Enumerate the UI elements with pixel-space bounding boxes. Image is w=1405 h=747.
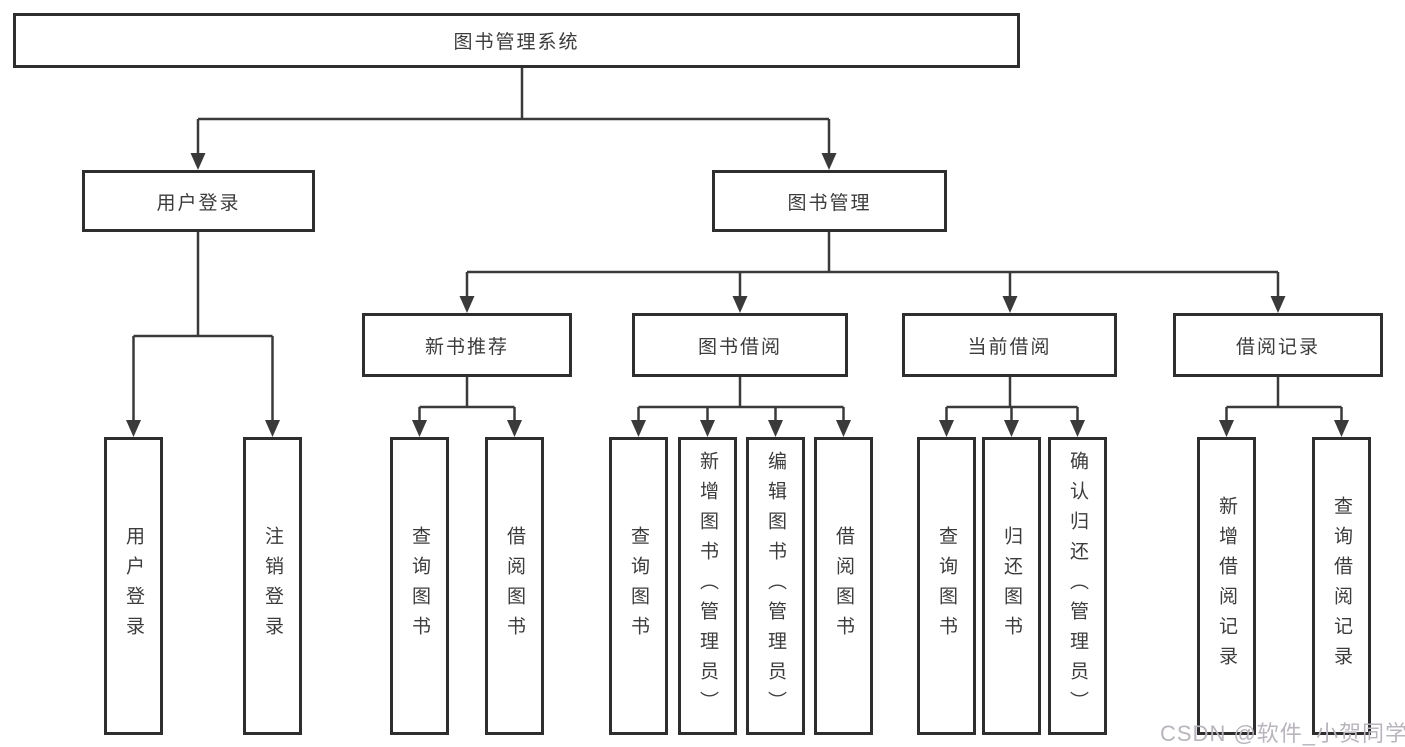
leaf-query-books-current: 查询图书	[917, 437, 976, 735]
leaf-edit-books-admin: 编辑图书（管理员）	[746, 437, 805, 735]
leaf-label: 注销登录	[262, 526, 283, 646]
leaf-user-login: 用户登录	[104, 437, 163, 735]
leaf-query-books-borrowing: 查询图书	[609, 437, 668, 735]
node-library-management-system: 图书管理系统	[13, 13, 1020, 68]
node-current-borrowing: 当前借阅	[902, 313, 1117, 377]
csdn-watermark: CSDN @软件_小贺同学	[1160, 721, 1405, 746]
leaf-logout: 注销登录	[243, 437, 302, 735]
leaf-label: 查询图书	[409, 526, 430, 646]
leaf-confirm-return-admin: 确认归还（管理员）	[1048, 437, 1107, 735]
leaf-label: 编辑图书（管理员）	[765, 451, 786, 721]
node-borrow-records: 借阅记录	[1173, 313, 1383, 377]
leaf-query-books-recommend: 查询图书	[390, 437, 449, 735]
leaf-query-borrow-record: 查询借阅记录	[1312, 437, 1371, 735]
leaf-label: 借阅图书	[504, 526, 525, 646]
leaf-label: 确认归还（管理员）	[1067, 451, 1088, 721]
node-new-book-recommend: 新书推荐	[362, 313, 572, 377]
leaf-return-books: 归还图书	[982, 437, 1041, 735]
arrowheads	[126, 153, 1349, 437]
leaf-label: 用户登录	[123, 526, 144, 646]
node-user-login: 用户登录	[82, 170, 315, 232]
leaf-label: 归还图书	[1001, 526, 1022, 646]
leaf-label: 新增借阅记录	[1216, 496, 1237, 676]
leaf-borrow-books-recommend: 借阅图书	[485, 437, 544, 735]
leaf-label: 新增图书（管理员）	[697, 451, 718, 721]
leaf-borrow-books: 借阅图书	[814, 437, 873, 735]
node-book-management: 图书管理	[712, 170, 947, 232]
leaf-label: 查询图书	[936, 526, 957, 646]
leaf-add-borrow-record: 新增借阅记录	[1197, 437, 1256, 735]
leaf-label: 查询借阅记录	[1331, 496, 1352, 676]
leaf-label: 查询图书	[628, 526, 649, 646]
leaf-label: 借阅图书	[833, 526, 854, 646]
leaf-add-books-admin: 新增图书（管理员）	[678, 437, 737, 735]
node-book-borrowing: 图书借阅	[632, 313, 848, 377]
